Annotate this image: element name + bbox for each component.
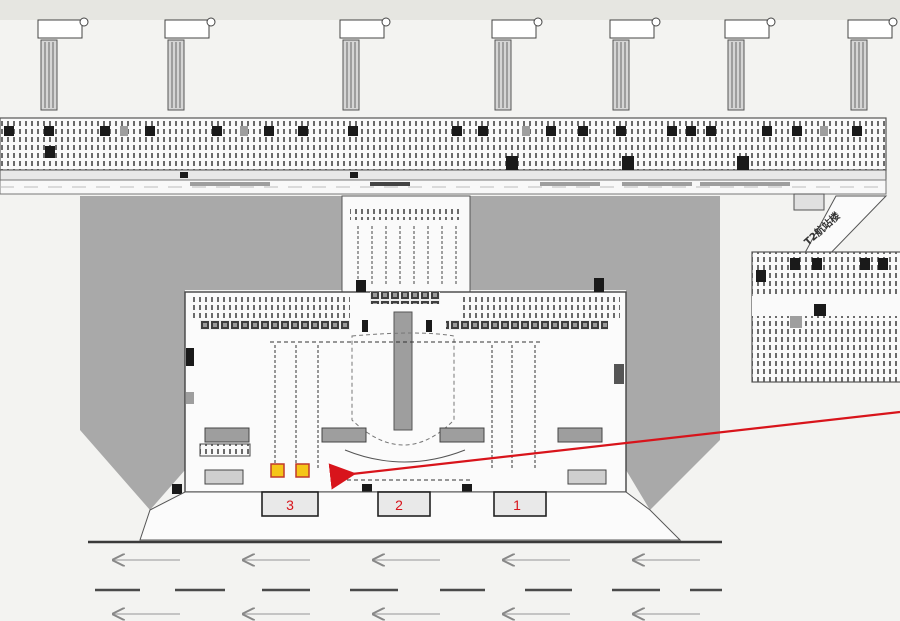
jet-bridge xyxy=(339,17,391,111)
jet-bridge xyxy=(847,17,898,111)
door-1: 1 xyxy=(493,491,547,517)
top-band xyxy=(0,0,900,20)
pointer-arrow xyxy=(328,410,900,490)
jet-bridge xyxy=(491,17,543,111)
main-terminal xyxy=(172,278,627,496)
door-1-label: 1 xyxy=(513,497,521,513)
jet-bridges xyxy=(37,17,898,111)
road xyxy=(88,540,722,614)
central-corridor xyxy=(341,195,471,293)
highlight-marker xyxy=(295,463,310,478)
jet-bridge xyxy=(724,17,776,111)
jet-bridge xyxy=(164,17,216,111)
apron-right xyxy=(470,196,720,510)
jet-bridge xyxy=(609,17,661,111)
door-3-label: 3 xyxy=(286,497,294,513)
highlight-marker xyxy=(270,463,285,478)
entrance-doors: 3 2 1 xyxy=(261,491,547,517)
gate-concourse xyxy=(0,117,887,211)
door-3: 3 xyxy=(261,491,319,517)
t2-building xyxy=(751,251,900,383)
door-2: 2 xyxy=(377,491,431,517)
door-2-label: 2 xyxy=(395,497,403,513)
apron-left xyxy=(80,196,342,510)
jet-bridge xyxy=(37,17,89,111)
